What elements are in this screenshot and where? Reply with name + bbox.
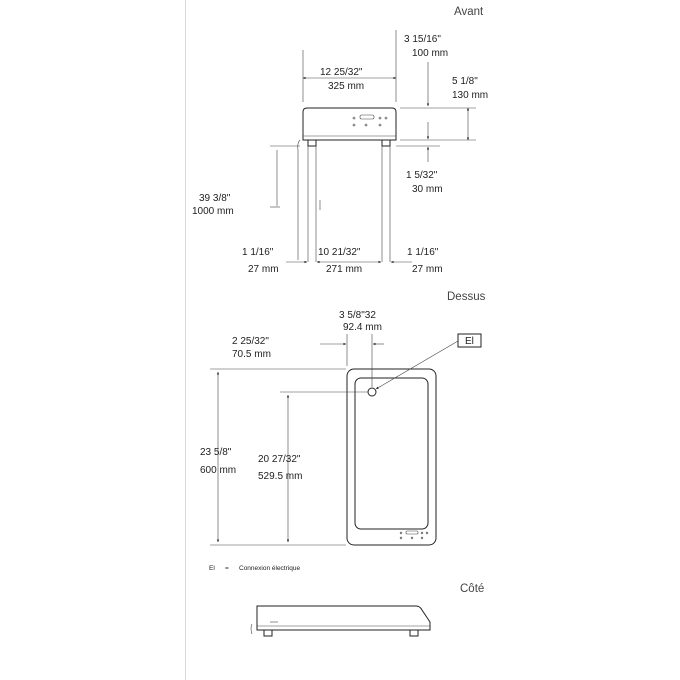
dim-right-in: 1 1/16"	[407, 247, 439, 258]
side-body	[256, 605, 431, 631]
top-outline	[346, 368, 437, 546]
dim-total-in: 23 5/8"	[200, 447, 232, 458]
dim-offset-in: 3 5/8"32	[339, 310, 376, 321]
top-view: 3 5/8"32 92.4 mm 2 25/32" 70.5 mm El 23 …	[200, 310, 482, 546]
dim-height-in: 5 1/8"	[452, 76, 478, 87]
dim-cable-mm: 1000 mm	[192, 206, 234, 217]
top-controls	[399, 530, 429, 540]
dim-inner-in: 20 27/32"	[258, 454, 301, 465]
section-title-side: Côté	[460, 583, 484, 595]
dim-top-left-mm: 70.5 mm	[232, 349, 271, 360]
dim-depth-mm: 100 mm	[412, 48, 448, 59]
legend-key: El	[209, 565, 215, 572]
dim-offset-mm: 92.4 mm	[343, 322, 382, 333]
dim-depth-in: 3 15/16"	[404, 34, 441, 45]
dim-width-mm-label: 325 mm	[328, 81, 364, 92]
power-cable	[297, 139, 301, 260]
divider-line	[185, 0, 186, 680]
dim-foot-in: 1 5/32"	[406, 170, 438, 181]
callout-el-box	[457, 333, 482, 348]
dim-center-in: 10 21/32"	[318, 247, 361, 258]
front-body	[302, 107, 397, 141]
dim-right-mm: 27 mm	[412, 264, 443, 275]
dim-foot-mm: 30 mm	[412, 184, 443, 195]
front-controls	[352, 114, 388, 127]
side-foot-right	[409, 629, 419, 637]
dim-left-mm: 27 mm	[248, 264, 279, 275]
electrical-connection-point	[367, 387, 377, 397]
side-view	[250, 605, 431, 637]
side-foot-left	[263, 629, 273, 637]
dim-left-in: 1 1/16"	[242, 247, 274, 258]
dim-height-mm: 130 mm	[452, 90, 488, 101]
dim-width-in: 12 25/32"	[320, 67, 363, 78]
callout-el-label: El	[465, 336, 474, 347]
section-title-front: Avant	[454, 6, 484, 18]
front-foot-right	[381, 139, 391, 147]
front-foot-left	[307, 139, 317, 147]
front-view: 12 25/32" 100 mm 325 mm 3 15/16" 100 mm …	[192, 30, 488, 275]
dim-total-mm: 600 mm	[200, 465, 236, 476]
legend-text: Connexion électrique	[239, 565, 300, 572]
legend-eq: =	[225, 565, 229, 572]
side-cable	[250, 623, 253, 635]
cooking-surface	[354, 377, 429, 530]
dim-cable-in: 39 3/8"	[199, 193, 231, 204]
dim-center-mm: 271 mm	[326, 264, 362, 275]
dim-inner-mm: 529.5 mm	[258, 471, 302, 482]
section-title-top: Dessus	[447, 291, 486, 303]
legend: El = Connexion électrique	[209, 565, 300, 572]
dim-top-left-in: 2 25/32"	[232, 336, 269, 347]
